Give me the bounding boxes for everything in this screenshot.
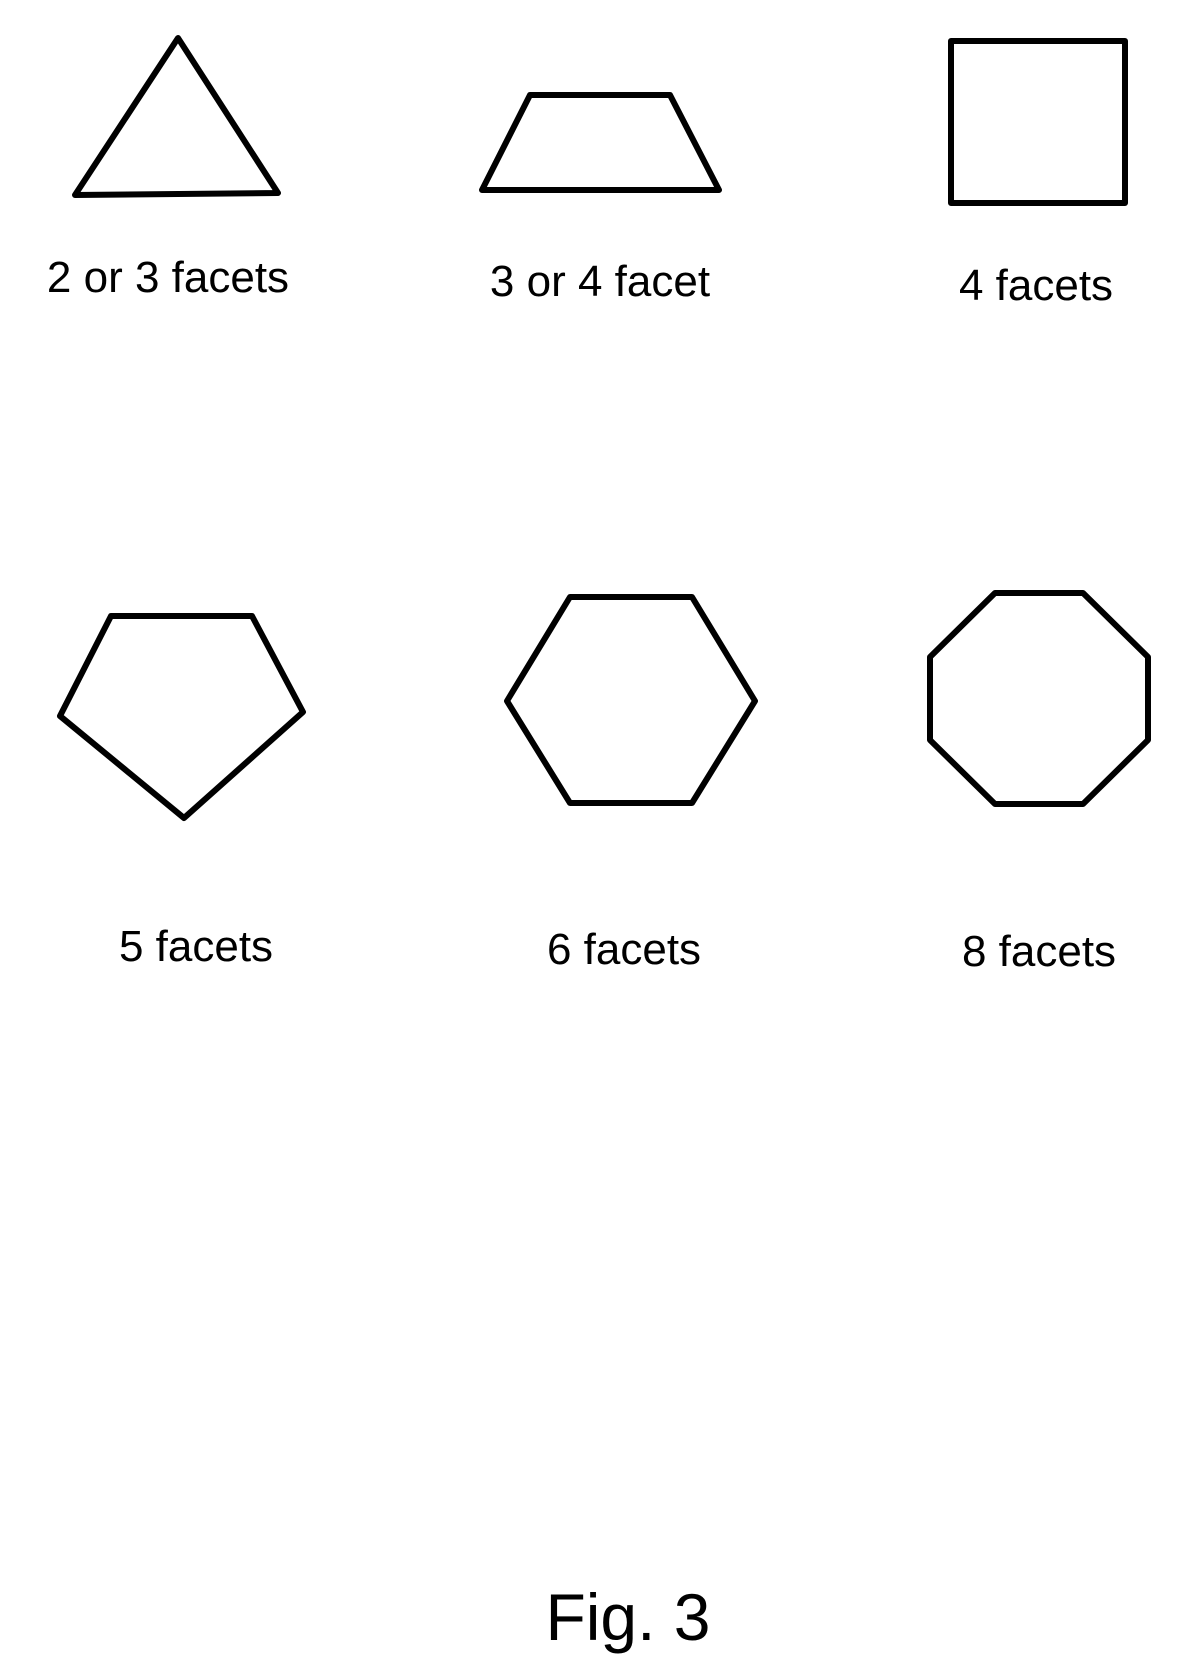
- octagon-shape: [930, 593, 1148, 804]
- trapezoid-label: 3 or 4 facet: [490, 257, 710, 306]
- square-label: 4 facets: [959, 261, 1113, 310]
- hexagon-shape: [507, 597, 755, 803]
- figure-caption: Fig. 3: [545, 1580, 710, 1654]
- hexagon-label: 6 facets: [547, 925, 701, 974]
- trapezoid-shape: [482, 95, 719, 190]
- triangle-shape: [75, 38, 278, 195]
- pentagon-label: 5 facets: [119, 922, 273, 971]
- octagon-label: 8 facets: [962, 927, 1116, 976]
- square-shape: [951, 41, 1125, 203]
- triangle-label: 2 or 3 facets: [47, 253, 289, 302]
- pentagon-shape: [60, 616, 303, 818]
